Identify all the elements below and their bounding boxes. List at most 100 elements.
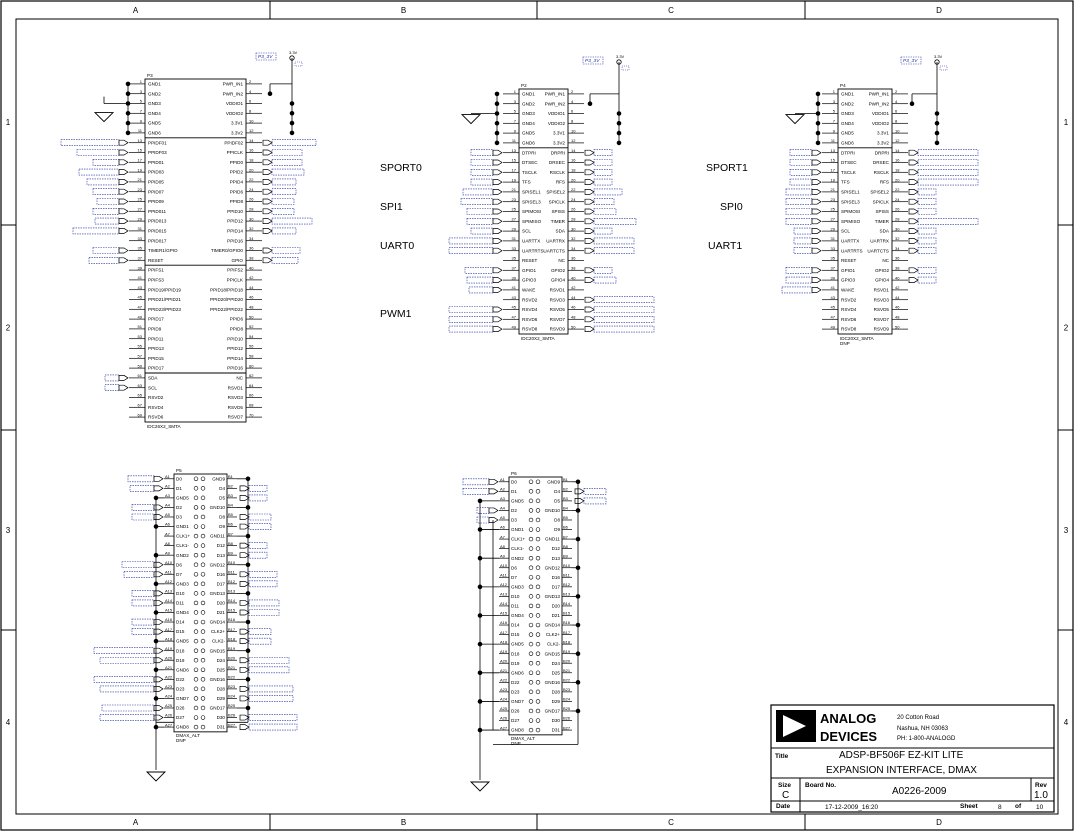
net-label [584,325,655,333]
junction-dot [153,638,159,644]
svg-text:D15: D15 [176,629,185,634]
net-label [239,599,280,607]
junction-dot [575,622,581,628]
svg-text:12: 12 [895,138,900,143]
ref-designator: P3 [147,73,153,78]
svg-text:WAKE: WAKE [522,288,535,293]
net-label [127,475,164,483]
junction-dot [245,648,251,653]
zone-column-label: B [401,6,406,15]
svg-text:6: 6 [571,109,574,114]
svg-text:DTPRI: DTPRI [522,150,536,155]
net-label [460,198,503,205]
svg-text:A4: A4 [500,506,506,511]
svg-text:GND13: GND13 [545,594,561,599]
svg-text:RESET: RESET [148,258,164,263]
svg-text:35: 35 [831,256,836,261]
svg-text:PPID013: PPID013 [148,219,167,224]
svg-text:B26: B26 [563,716,571,721]
svg-text:9: 9 [833,128,836,133]
junction-dot [815,130,821,136]
junction-dot [934,130,940,136]
svg-text:B6: B6 [563,525,569,530]
svg-text:26: 26 [249,197,254,202]
svg-text:B19: B19 [563,649,571,654]
svg-text:22: 22 [249,177,254,182]
svg-text:SPISS: SPISS [875,209,889,214]
svg-text:D17: D17 [552,584,561,589]
phone-line: PH: 1-800-ANALOGD [897,736,956,742]
svg-text:GND2: GND2 [841,101,854,106]
net-label [239,685,294,693]
svg-text:PPID8: PPID8 [230,327,244,332]
svg-text:RFS: RFS [556,180,565,185]
svg-text:11: 11 [138,128,143,133]
net-label [88,256,129,264]
svg-text:A17: A17 [500,630,508,635]
sheet-label: Sheet [960,803,979,810]
svg-text:D7: D7 [176,572,182,577]
net-label [462,188,503,196]
svg-text:D7: D7 [511,575,517,580]
svg-text:GND6: GND6 [522,141,535,146]
svg-text:50: 50 [895,324,900,329]
svg-text:66: 66 [249,393,254,398]
junction-dot [289,120,295,126]
svg-text:A24: A24 [165,694,173,699]
svg-text:GND2: GND2 [176,553,189,558]
wire-layer [103,58,940,780]
svg-text:57: 57 [138,354,143,359]
svg-text:GND2: GND2 [511,556,524,561]
svg-text:PPID10: PPID10 [227,209,243,214]
svg-text:2: 2 [571,89,574,94]
svg-text:B27: B27 [228,722,236,727]
svg-text:A23: A23 [165,684,173,689]
svg-text:GPIO2: GPIO2 [875,268,889,273]
svg-text:PPICLK: PPICLK [227,150,244,155]
svg-text:PWR_IN1: PWR_IN1 [545,92,566,97]
svg-text:42: 42 [249,275,254,280]
svg-text:GPIO4: GPIO4 [875,278,889,283]
svg-text:B11: B11 [228,569,236,574]
svg-text:3.3V1: 3.3V1 [877,131,889,136]
svg-text:33: 33 [831,246,836,251]
net-label [99,656,164,664]
junction-dot [153,696,159,701]
net-label [470,169,503,176]
net-label [584,159,613,166]
svg-text:SDA: SDA [148,376,158,381]
svg-text:P3_3V: P3_3V [903,58,918,64]
svg-text:51: 51 [138,324,143,329]
svg-text:23: 23 [512,197,517,202]
svg-text:GND12: GND12 [545,565,561,570]
net-label [448,247,503,254]
ref-designator: P4 [840,83,846,88]
svg-text:54: 54 [249,334,254,339]
net-label [239,542,268,549]
net-label [470,178,503,186]
svg-text:B24: B24 [563,697,571,702]
svg-text:TIMER: TIMER [551,219,566,224]
svg-text:6: 6 [249,99,252,104]
net-label [584,306,655,313]
svg-text:13: 13 [831,148,836,153]
svg-text:SCL: SCL [841,229,850,234]
net-label [908,169,979,176]
svg-text:A10: A10 [500,563,508,568]
svg-text:A12: A12 [500,582,508,587]
title-line1: ADSP-BF506F EZ-KIT LITE [839,750,964,761]
svg-text:30: 30 [895,226,900,231]
svg-text:GND14: GND14 [545,623,561,628]
net-label [908,266,937,274]
net-label [72,227,129,235]
junction-dot [575,680,581,685]
svg-text:RSVD9: RSVD9 [874,327,890,332]
net-label [129,485,164,492]
svg-text:D8: D8 [219,515,225,520]
svg-text:12: 12 [571,138,576,143]
svg-text:SPISEL3: SPISEL3 [841,199,860,204]
svg-text:A13: A13 [500,592,508,597]
svg-text:PPID12: PPID12 [227,219,243,224]
net-label [104,374,129,382]
svg-text:27: 27 [512,217,517,222]
